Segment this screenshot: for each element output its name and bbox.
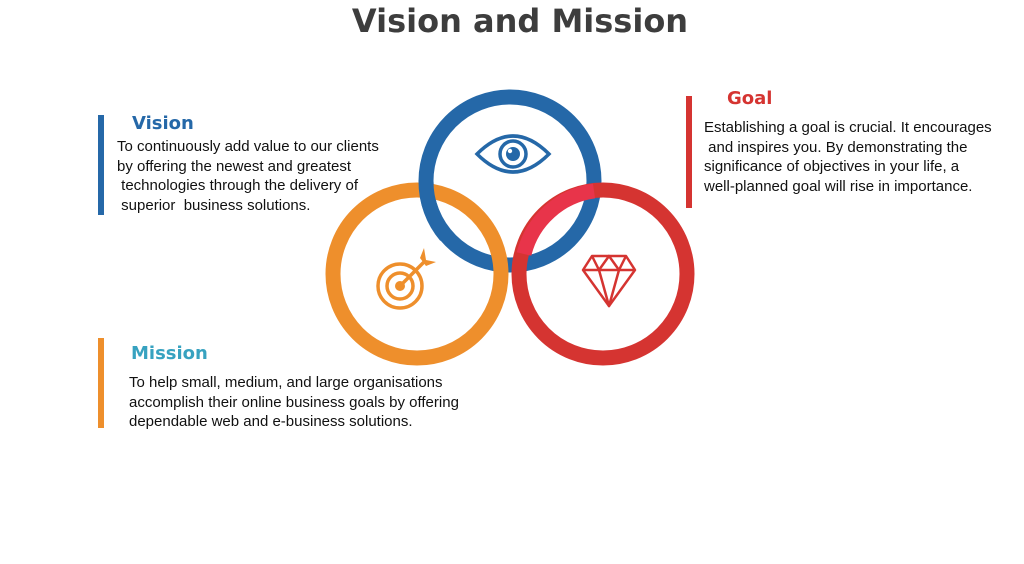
vision-ring-overlap [418, 180, 452, 241]
vision-text: To continuously add value to our clients… [117, 137, 379, 215]
goal-ring-overlap [516, 183, 596, 257]
goal-text: Establishing a goal is crucial. It encou… [704, 118, 992, 196]
vision-text-line: by offering the newest and greatest [117, 157, 352, 175]
eye-icon [474, 134, 552, 174]
goal-text-line: Establishing a goal is crucial. It encou… [704, 119, 992, 136]
mission-accent-bar [98, 338, 104, 428]
mission-heading: Mission [131, 343, 208, 364]
mission-text: To help small, medium, and large organis… [129, 373, 459, 432]
mission-ring [325, 182, 509, 366]
goal-text-line: and inspires you. By demonstrating the [704, 138, 968, 156]
goal-text-line: significance of objectives in your life,… [704, 158, 960, 175]
page-title: Vision and Mission [351, 2, 689, 40]
goal-heading: Goal [727, 88, 773, 109]
vision-heading: Vision [132, 113, 194, 134]
vision-text-line: technologies through the delivery of [117, 177, 358, 194]
vision-text-line: superior business solutions. [117, 196, 311, 214]
target-icon [376, 248, 436, 310]
vision-text-line: To continuously add value to our clients [117, 138, 379, 155]
mission-text-line: accomplish their online business goals b… [129, 393, 459, 411]
goal-accent-bar [686, 96, 692, 208]
diamond-icon [581, 254, 637, 308]
goal-ring [511, 182, 695, 366]
goal-text-line: well-planned goal will rise in importanc… [704, 177, 973, 195]
vision-ring [418, 89, 602, 273]
mission-text-line: dependable web and e-business solutions. [129, 413, 413, 430]
vision-accent-bar [98, 115, 104, 215]
mission-text-line: To help small, medium, and large organis… [129, 374, 443, 391]
